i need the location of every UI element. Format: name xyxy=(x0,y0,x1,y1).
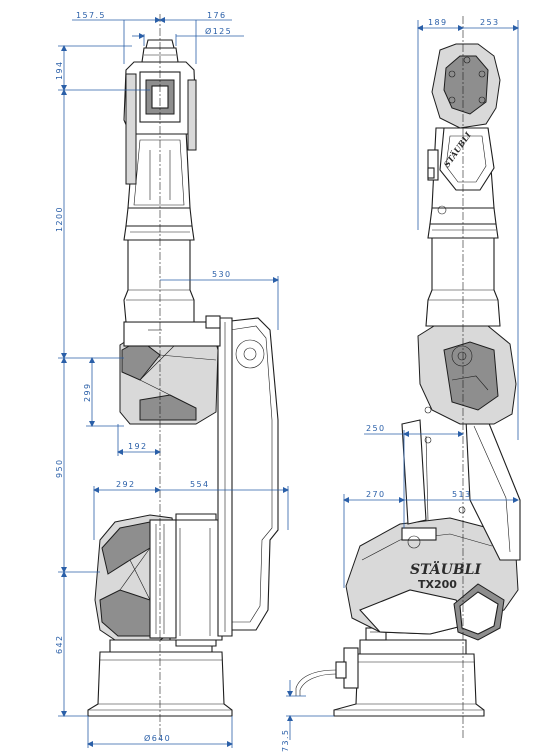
dim-157-5-label: 157.5 xyxy=(76,11,106,20)
dim-d640-label: Ø640 xyxy=(144,733,171,743)
front-view: 157.5 176 Ø125 194 1200 530 299 xyxy=(55,11,289,748)
side-elbow xyxy=(417,325,517,425)
dim-73-5-label: 73.5 xyxy=(281,729,290,752)
dim-270-label: 270 xyxy=(366,490,385,499)
dim-d125-label: Ø125 xyxy=(205,26,232,36)
side-brand-large: STÄUBLI xyxy=(410,559,482,578)
dim-292-label: 292 xyxy=(116,480,135,489)
dim-250-label: 250 xyxy=(366,424,385,433)
dim-642-label: 642 xyxy=(55,635,64,654)
side-model-label: TX200 xyxy=(418,578,457,591)
dim-189-label: 189 xyxy=(428,18,447,27)
front-forearm xyxy=(123,129,195,323)
dim-299-label: 299 xyxy=(83,383,92,402)
dim-194-label: 194 xyxy=(55,61,64,80)
dim-950-label: 950 xyxy=(55,459,64,478)
side-wrist: STÄUBLI xyxy=(431,43,501,191)
dim-253-label: 253 xyxy=(480,18,499,27)
dim-192-label: 192 xyxy=(128,442,147,451)
side-brand-plate: STÄUBLI TX200 xyxy=(410,559,482,591)
front-upper-arm xyxy=(217,317,279,637)
front-elbow xyxy=(119,315,221,425)
side-shoulder xyxy=(345,517,519,641)
side-cable-connector xyxy=(295,647,359,696)
dim-530-label: 530 xyxy=(212,270,231,279)
front-shoulder xyxy=(169,513,223,647)
dim-554-label: 554 xyxy=(190,480,209,489)
dim-513-label: 513 xyxy=(452,490,471,499)
side-view: STÄUBLI STÄUBLI TX200 189 253 250 xyxy=(281,16,521,752)
dim-1200-label: 1200 xyxy=(55,206,64,232)
side-dimensions: 189 253 250 270 513 73.5 xyxy=(281,18,519,752)
dim-176-label: 176 xyxy=(207,11,226,20)
front-shoulder-motor xyxy=(94,514,177,641)
front-dimensions: 157.5 176 Ø125 194 1200 530 299 xyxy=(55,11,289,748)
